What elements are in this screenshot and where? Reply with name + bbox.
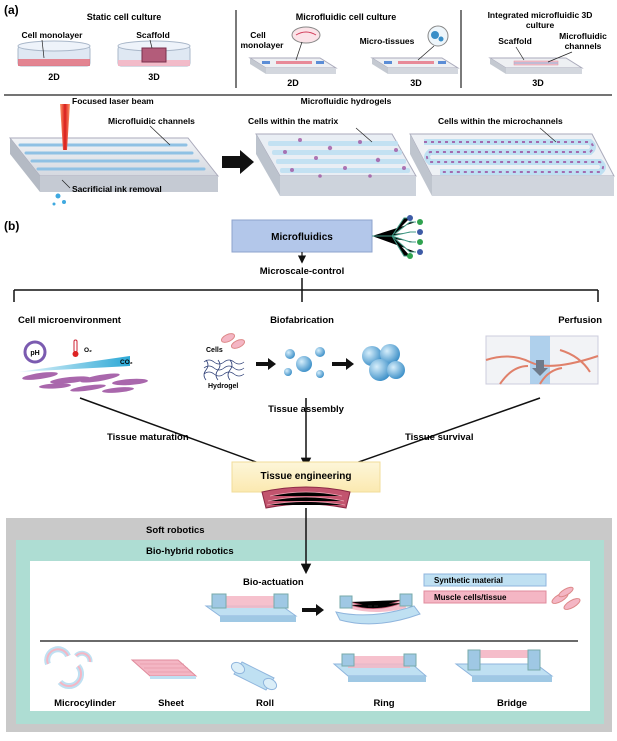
tissue-engineering-label: Tissue engineering	[261, 471, 352, 482]
arrow-survival	[334, 397, 541, 473]
integrated-scaffold-label: Scaffold	[498, 36, 532, 46]
microfluidics-box	[231, 215, 423, 259]
shape-label-bridge: Bridge	[497, 698, 527, 709]
shape-label-ring: Ring	[373, 698, 394, 709]
assembly-label: Tissue assembly	[268, 404, 345, 415]
shape-ring	[332, 653, 428, 682]
integrated-channels-label-1: Microfluidic	[559, 31, 607, 41]
o2-label: O₂	[84, 347, 92, 354]
biohybrid-label: Bio-hybrid robotics	[146, 546, 234, 557]
shape-bridge	[454, 649, 554, 682]
ink-label: Sacrificial ink removal	[72, 184, 162, 194]
integrated-chip	[488, 46, 584, 74]
static-monolayer-label: Cell monolayer	[22, 30, 84, 40]
shape-label-roll: Roll	[256, 698, 274, 709]
panel-a-label: (a)	[4, 3, 19, 17]
co2-label: CO₂	[120, 359, 133, 366]
integrated-title-2: culture	[526, 20, 555, 30]
micro-chip-3d	[370, 25, 460, 74]
legend-muscle-label: Muscle cells/tissue	[434, 593, 507, 602]
thermometer-icon	[72, 351, 79, 357]
laser-label: Focused laser beam	[72, 96, 154, 106]
biofab-label: Biofabrication	[270, 315, 334, 326]
static-3d-label: 3D	[148, 72, 160, 82]
microfluidics-label: Microfluidics	[271, 232, 333, 243]
micro-title: Microfluidic cell culture	[296, 12, 397, 22]
survival-label: Tissue survival	[405, 432, 473, 443]
legend-synthetic-swatch	[423, 573, 547, 587]
arrow-maturation	[79, 397, 280, 473]
actuator-after	[335, 593, 421, 625]
legend-muscle-swatch	[423, 590, 547, 604]
shape-microcylinder	[44, 646, 93, 690]
engineered-tissue-illustration	[261, 486, 351, 509]
micro-2d-label: 2D	[287, 78, 299, 88]
legend-synthetic-label: Synthetic material	[434, 576, 503, 585]
micro-chip-2d	[248, 26, 338, 74]
branch-bracket	[13, 278, 599, 302]
biofabrication-illustration: Cells Hydrogel	[203, 333, 405, 390]
hydrogel-label: Hydrogel	[208, 383, 238, 390]
actuation-arrow	[302, 604, 324, 616]
static-title: Static cell culture	[87, 12, 162, 22]
micro-monolayer-label-1: Cell	[250, 30, 266, 40]
panel-b-label: (b)	[4, 219, 19, 233]
micro-monolayer-label-2: monolayer	[241, 40, 285, 50]
hydrogel-channels-block	[409, 127, 615, 196]
microchannels-label: Cells within the microchannels	[438, 116, 563, 126]
cell-env-label: Cell microenvironment	[18, 315, 122, 326]
shape-sheet	[130, 659, 198, 679]
static-2d-label: 2D	[48, 72, 60, 82]
integrated-channels-label-2: channels	[565, 41, 602, 51]
matrix-label: Cells within the matrix	[248, 116, 338, 126]
petri-dish-2d	[17, 39, 91, 67]
micro-tissues-label: Micro-tissues	[360, 36, 415, 46]
ph-icon: pH	[30, 350, 39, 357]
cell-microenvironment-illustration: pH O₂ CO₂	[18, 339, 148, 393]
integrated-3d-label: 3D	[532, 78, 544, 88]
hydrogels-title: Microfluidic hydrogels	[301, 96, 392, 106]
co2-gradient	[18, 356, 130, 372]
cells-label: Cells	[206, 347, 223, 354]
laser-beam	[60, 104, 70, 150]
shape-roll	[230, 661, 278, 691]
maturation-label: Tissue maturation	[107, 432, 189, 443]
actuator-before	[204, 593, 298, 622]
bioactuation-label: Bio-actuation	[243, 577, 304, 588]
micro-3d-label: 3D	[410, 78, 422, 88]
shape-label-microcylinder: Microcylinder	[54, 698, 116, 709]
channels-label: Microfluidic channels	[108, 116, 195, 126]
static-scaffold-label: Scaffold	[136, 30, 170, 40]
laser-block	[8, 104, 220, 206]
integrated-title-1: Integrated microfluidic 3D	[488, 10, 593, 20]
process-arrow	[222, 150, 254, 174]
perfusion-label: Perfusion	[558, 315, 602, 326]
microscale-label: Microscale-control	[260, 266, 344, 277]
perfusion-illustration	[485, 335, 599, 385]
petri-dish-3d	[117, 39, 191, 67]
legend-muscle-cells	[551, 586, 581, 610]
shape-label-sheet: Sheet	[158, 698, 185, 709]
hydrogel-matrix-block	[255, 127, 417, 196]
soft-robotics-label: Soft robotics	[146, 525, 205, 536]
